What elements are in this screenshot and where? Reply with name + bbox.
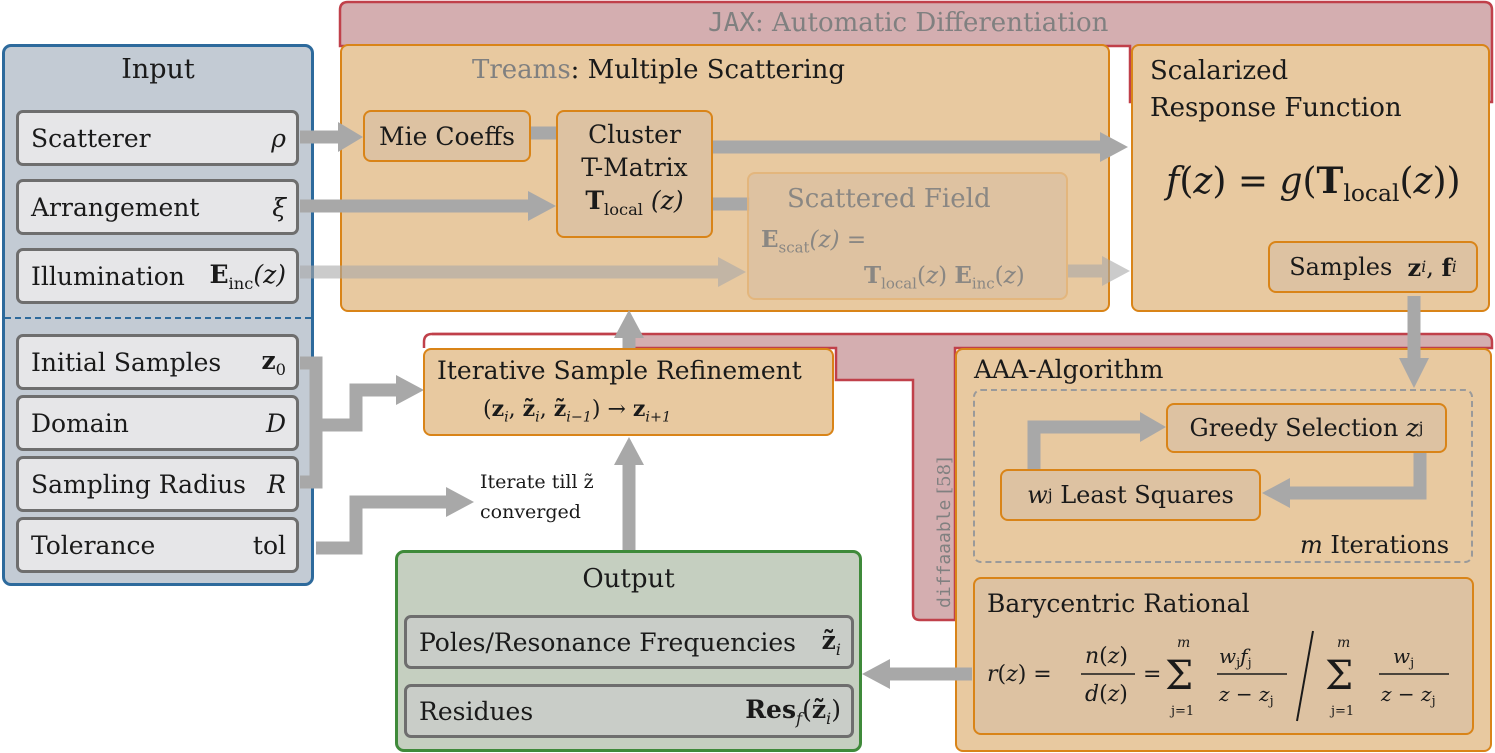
r-symbol: R	[267, 469, 286, 499]
aaa-loop-frame	[973, 389, 1473, 563]
response-title-line1: Scalarized	[1150, 56, 1289, 86]
svg-text:=: =	[1143, 662, 1161, 687]
output-item-residues[interactable]: Residues Resf(z̃i)	[404, 684, 854, 738]
input-item-arrangement[interactable]: Arrangement ξ	[16, 179, 299, 235]
iterate-label-line2: converged	[480, 501, 581, 523]
einc-symbol: Einc(z)	[209, 259, 286, 293]
tlocal-symbol: Tlocal (z)	[585, 186, 684, 219]
svg-text:Σ: Σ	[1325, 653, 1353, 699]
escat-equation: Escat(z) =	[761, 226, 867, 257]
svg-text:m: m	[1177, 635, 1190, 651]
m-iterations-label: m Iterations	[1300, 531, 1450, 559]
xi-symbol: ξ	[272, 192, 286, 222]
input-item-domain[interactable]: Domain D	[16, 395, 299, 451]
output-title: Output	[582, 564, 675, 594]
treams-title: Treams: Multiple Scattering	[472, 55, 846, 85]
input-item-initial-samples[interactable]: Initial Samples z0	[16, 334, 299, 390]
d-symbol: D	[265, 408, 286, 438]
z0-symbol: z0	[261, 345, 286, 379]
input-item-scatterer[interactable]: Scatterer ρ	[16, 110, 299, 166]
mie-coeffs-box[interactable]: Mie Coeffs	[363, 110, 531, 162]
input-title: Input	[121, 54, 195, 85]
barycentric-formula: r(z) = n(z) d(z) = m Σ j=1 wjfj z − zj m…	[987, 630, 1449, 722]
refinement-box[interactable]: Iterative Sample Refinement (zi, z̃i, z̃…	[423, 348, 834, 436]
input-item-tolerance[interactable]: Tolerance tol	[16, 517, 299, 573]
cluster-tmatrix-box[interactable]: Cluster T-Matrix Tlocal (z)	[556, 110, 713, 238]
input-divider	[5, 317, 311, 319]
diffaaable-label: diffaaable [58]	[934, 456, 955, 608]
svg-text:z − zj: z − zj	[1218, 682, 1274, 709]
svg-text:j=1: j=1	[1329, 704, 1354, 719]
svg-text:j=1: j=1	[1169, 704, 1194, 719]
tlocal-einc-equation: Tlocal(z) Einc(z)	[864, 262, 1025, 293]
aaa-title: AAA-Algorithm	[974, 355, 1164, 384]
svg-text:d(z): d(z)	[1085, 682, 1128, 707]
output-item-poles[interactable]: Poles/Resonance Frequencies z̃i	[404, 615, 854, 669]
input-item-illumination[interactable]: Illumination Einc(z)	[16, 248, 299, 304]
scattered-field-box[interactable]: Scattered Field Escat(z) = Tlocal(z) Ein…	[747, 172, 1068, 300]
svg-text:Σ: Σ	[1165, 653, 1193, 699]
barycentric-box[interactable]: Barycentric Rational r(z) = n(z) d(z) = …	[973, 577, 1474, 735]
response-title-line2: Response Function	[1150, 93, 1402, 123]
svg-text:n(z): n(z)	[1085, 644, 1128, 669]
svg-text:r(z) =: r(z) =	[987, 662, 1052, 687]
ztilde-symbol: z̃i	[821, 625, 841, 659]
iterate-label-line1: Iterate till z̃	[480, 471, 594, 493]
jax-title: JAX: Automatic Differentiation	[708, 8, 1109, 38]
input-item-sampling-radius[interactable]: Sampling Radius R	[16, 456, 299, 512]
svg-text:m: m	[1337, 635, 1350, 651]
refinement-formula: (zi, z̃i, z̃i−1) → zi+1	[483, 396, 672, 426]
svg-text:wj: wj	[1393, 644, 1414, 671]
rho-symbol: ρ	[271, 123, 286, 153]
svg-text:wjfj: wjfj	[1219, 644, 1252, 671]
residue-symbol: Resf(z̃i)	[745, 694, 841, 728]
response-formula: f(z) = g(Tlocal(z))	[1166, 160, 1461, 208]
svg-text:z − zj: z − zj	[1380, 682, 1436, 709]
tol-symbol: tol	[252, 530, 286, 560]
